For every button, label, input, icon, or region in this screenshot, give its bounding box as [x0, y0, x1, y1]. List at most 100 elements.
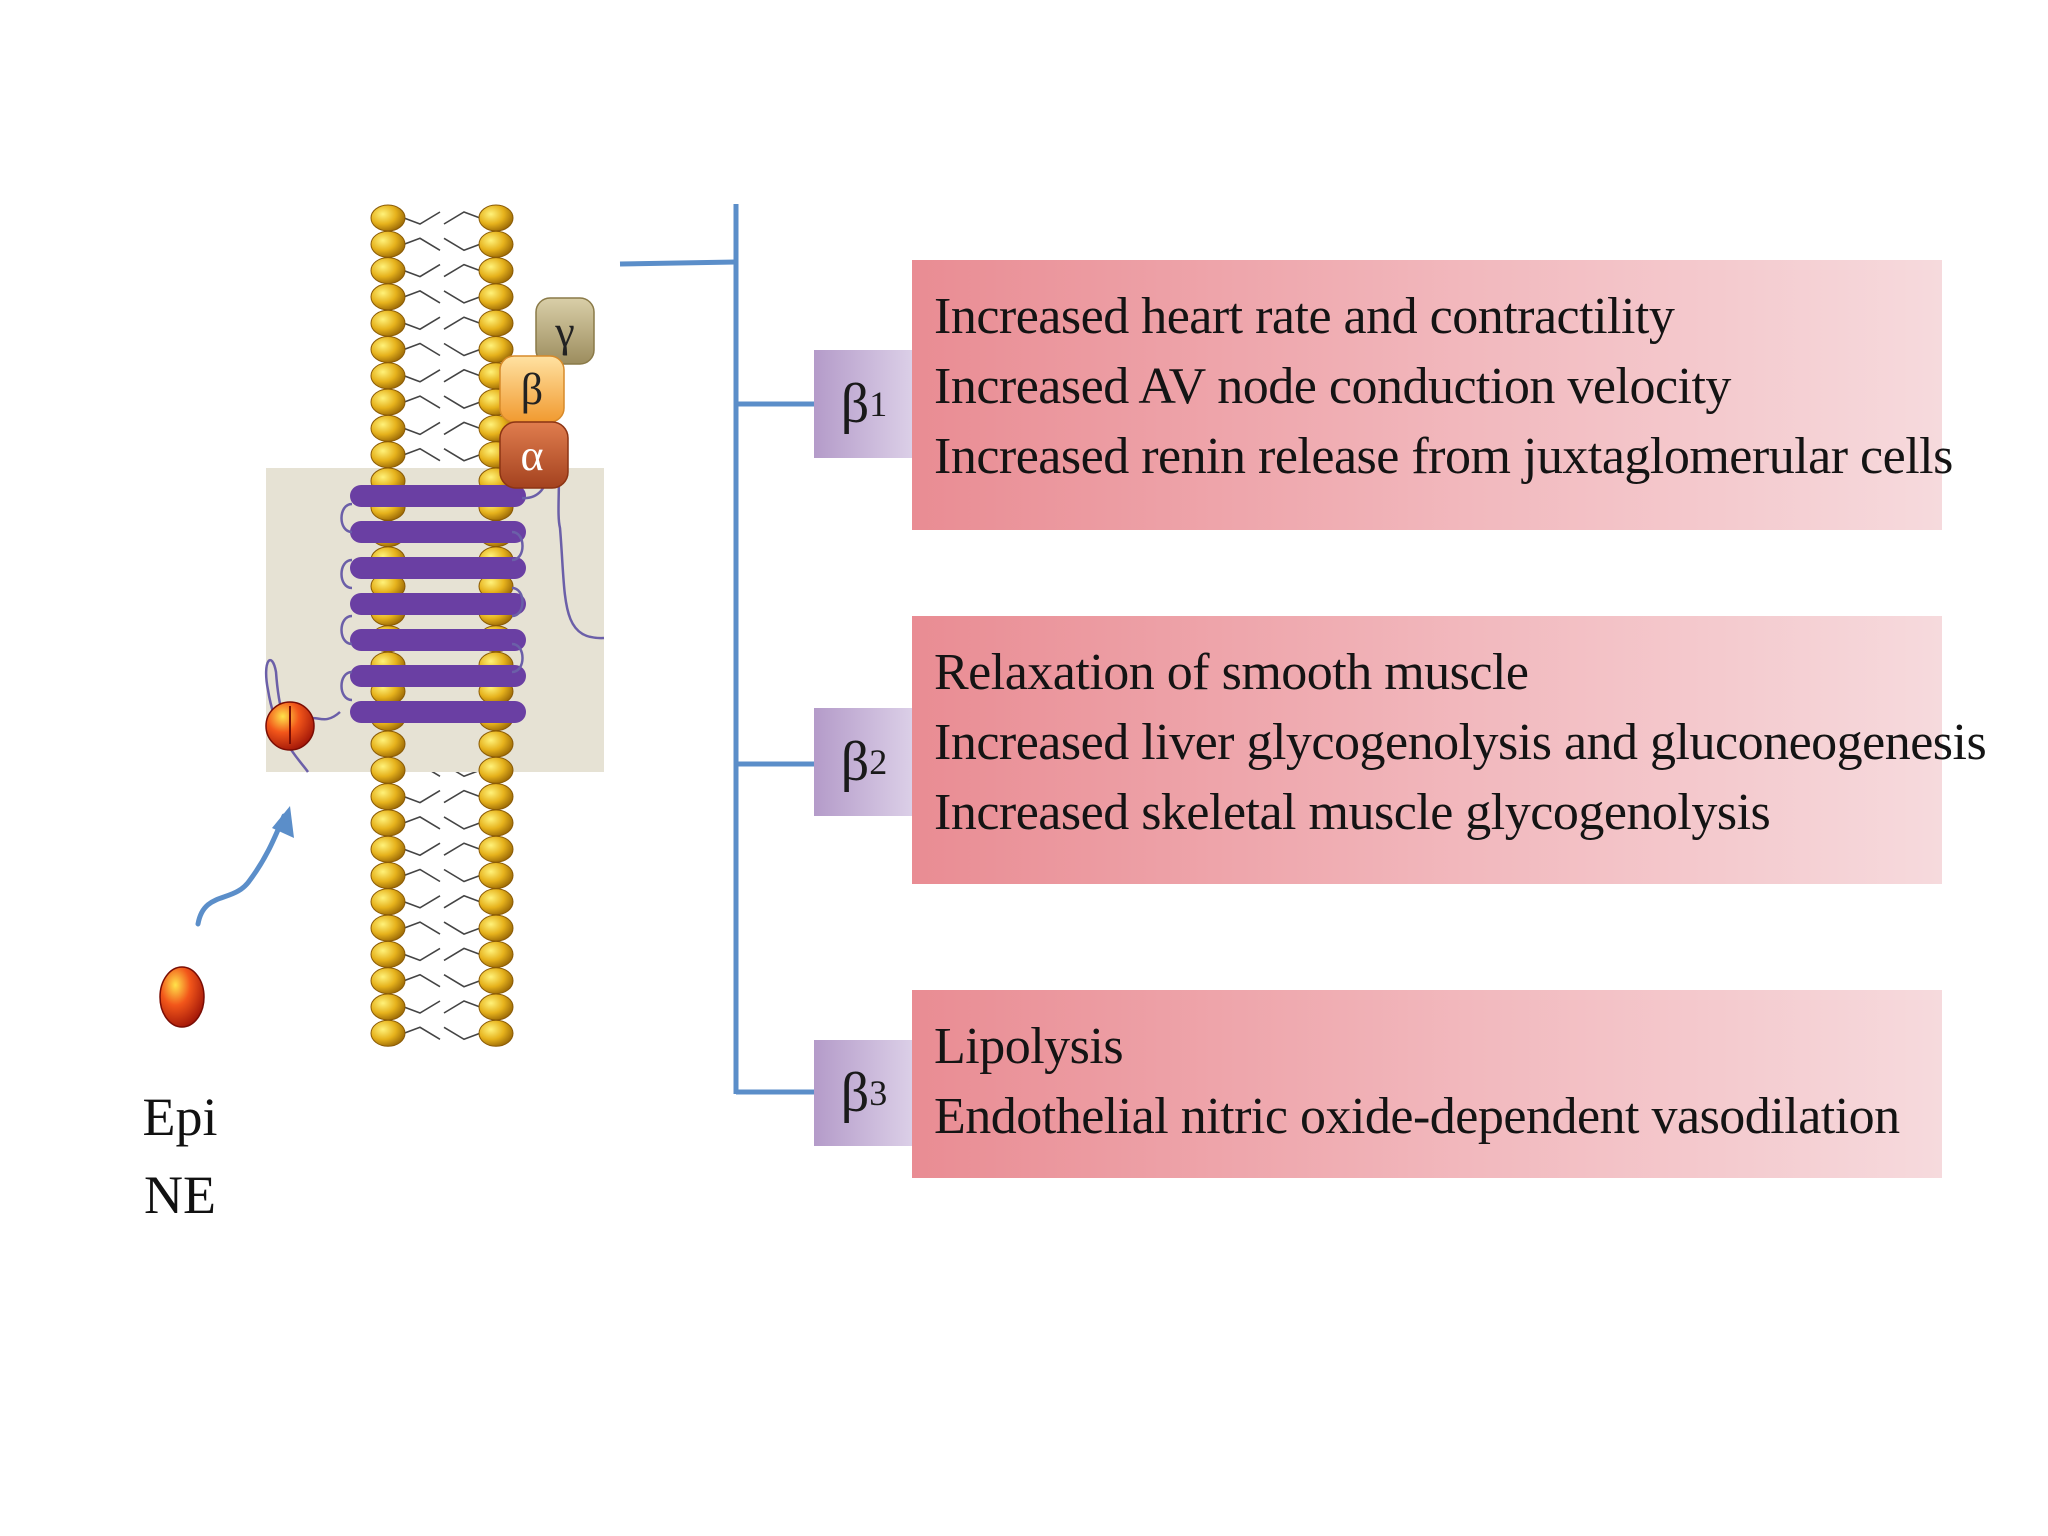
beta1-effect: Increased AV node conduction velocity	[934, 358, 1731, 415]
lipid-tail	[403, 789, 481, 804]
lipid-head-right	[478, 809, 514, 837]
lipid-head-left	[370, 336, 406, 363]
lipid-tail	[403, 894, 481, 909]
subtype-connector	[619, 204, 814, 1095]
helix-segment	[350, 665, 526, 687]
lipid-tail	[403, 290, 481, 304]
helix-segment	[350, 521, 526, 543]
lipid-tail	[403, 395, 481, 409]
helix-segment	[350, 593, 526, 615]
lipid-tail	[403, 368, 481, 383]
beta3-effect: Endothelial nitric oxide-dependent vasod…	[934, 1088, 1900, 1145]
lipid-tail	[403, 1026, 481, 1041]
lipid-head-right	[478, 756, 514, 784]
beta3-effects: Lipolysis Endothelial nitric oxide-depen…	[912, 990, 1942, 1178]
lipid-tail	[403, 316, 481, 331]
gamma-label: γ	[554, 307, 574, 356]
helix-segment	[350, 485, 526, 507]
lipid-head-left	[370, 809, 406, 837]
lipid-head-left	[370, 783, 406, 811]
lipid-head-left	[370, 835, 406, 863]
beta2-symbol: β	[840, 731, 870, 793]
ligand-label-ne: NE	[144, 1165, 216, 1225]
lipid-tail	[403, 447, 481, 462]
lipid-head-right	[478, 914, 514, 942]
lipid-head-left	[370, 441, 406, 469]
lipid-tail	[403, 921, 481, 935]
lipid-head-left	[370, 309, 406, 337]
lipid-tail	[403, 842, 481, 857]
lipid-head-left	[370, 388, 406, 416]
lipid-tail	[403, 342, 481, 357]
lipid-head-left	[370, 283, 406, 311]
lipid-tail	[403, 816, 481, 830]
lipid-head-left	[370, 914, 406, 942]
helix-segment	[350, 629, 526, 651]
lipid-head-left	[370, 362, 406, 390]
lipid-tail	[403, 211, 481, 225]
lipid-head-right	[478, 230, 514, 258]
binding-arrow	[195, 813, 287, 927]
beta3-index: 3	[869, 1073, 888, 1113]
beta3-effect: Lipolysis	[934, 1018, 1124, 1075]
g-protein-gamma	[535, 297, 595, 365]
lipid-tail	[403, 421, 481, 436]
helix-segment	[350, 701, 526, 723]
lipid-head-right	[478, 862, 514, 889]
lipid-head-left	[370, 414, 406, 442]
beta1-index: 1	[869, 384, 888, 424]
beta3-symbol: β	[840, 1062, 870, 1124]
lipid-head-left	[370, 230, 406, 258]
lipid-head-right	[478, 730, 514, 758]
lipid-head-left	[370, 862, 406, 889]
free-ligand-icon	[159, 966, 205, 1028]
lipid-head-right	[478, 888, 514, 916]
lipid-tail	[403, 868, 481, 883]
receptor-panel	[266, 468, 604, 772]
lipid-head-right	[478, 1019, 514, 1047]
beta2-index: 2	[869, 742, 888, 782]
lipid-tail	[403, 237, 481, 252]
lipid-tail	[403, 1000, 481, 1014]
lipid-tail	[403, 973, 481, 988]
g-protein-alpha	[499, 421, 569, 489]
lipid-head-right	[478, 940, 514, 968]
transmembrane-helices	[350, 485, 526, 723]
binding-arrow-head	[272, 806, 294, 838]
lipid-head-right	[478, 835, 514, 863]
lipid-head-right	[478, 257, 514, 285]
lipid-head-left	[370, 1019, 406, 1047]
beta2-effects: Relaxation of smooth muscle Increased li…	[912, 616, 1987, 884]
beta2-effect: Relaxation of smooth muscle	[934, 644, 1529, 701]
beta1-symbol: β	[840, 373, 870, 435]
lipid-head-right	[478, 967, 514, 995]
receptor-loops	[340, 502, 524, 702]
helix-segment	[350, 557, 526, 579]
lipid-head-left	[370, 730, 406, 758]
lipid-head-right	[478, 309, 514, 337]
lipid-tail	[403, 263, 481, 278]
beta2-effect: Increased skeletal muscle glycogenolysis	[934, 784, 1771, 841]
beta-label: β	[521, 365, 543, 414]
lipid-head-right	[478, 204, 514, 232]
lipid-head-left	[370, 888, 406, 916]
lipid-head-left	[370, 993, 406, 1021]
lipid-head-left	[370, 204, 406, 232]
lipid-tail	[403, 947, 481, 962]
lipid-head-left	[370, 257, 406, 285]
lipid-head-left	[370, 967, 406, 995]
alpha-label: α	[520, 431, 543, 480]
beta1-effects: Increased heart rate and contractility I…	[912, 260, 1953, 530]
lipid-head-left	[370, 940, 406, 968]
lipid-head-right	[478, 283, 514, 311]
beta2-effect: Increased liver glycogenolysis and gluco…	[934, 714, 1987, 771]
lipid-head-right	[478, 783, 514, 811]
beta1-effect: Increased heart rate and contractility	[934, 288, 1675, 345]
lipid-head-left	[370, 756, 406, 784]
ligand-label-epi: Epi	[142, 1087, 218, 1147]
